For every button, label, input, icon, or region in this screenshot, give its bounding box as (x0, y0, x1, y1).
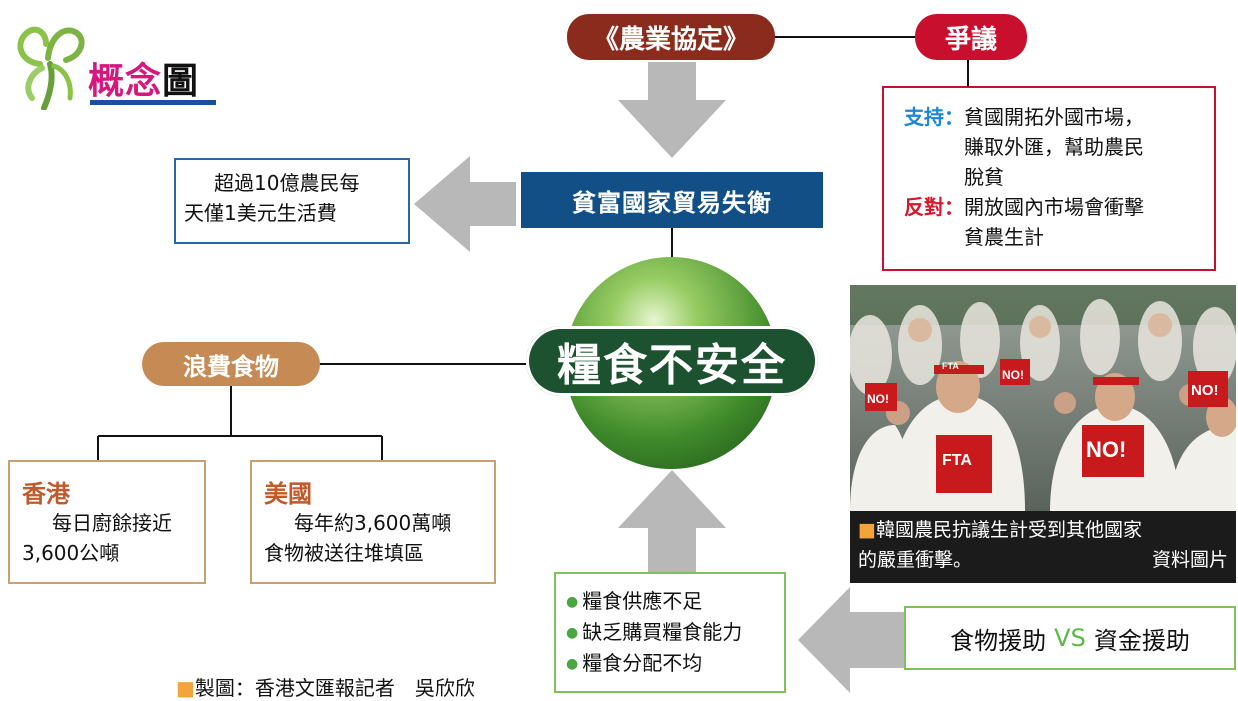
title-highlight: 概念 (88, 61, 163, 102)
food-aid-text: 食物援助 (950, 626, 1047, 655)
oppose-line: 開放國內市場會衝擊 (964, 195, 1144, 219)
agreement-pill: 《農業協定》 (567, 14, 775, 60)
support-label: 支持： (904, 105, 964, 129)
protest-photo: NO! NO! NO! NO! FTA FTA (850, 285, 1236, 511)
protest-sign-text: NO! (1002, 368, 1024, 382)
credit-text: 製圖：香港文匯報記者 吳欣欣 (194, 676, 475, 700)
arrow-diagonal-shaft (850, 612, 904, 668)
support-row: 支持： 貧國開拓外國市場， 賺取外匯，幫助農民 脫貧 (904, 102, 1204, 192)
cause-text: 糧食分配不均 (582, 651, 703, 675)
hong-kong-text: 每日廚餘接近 3,600公噸 (22, 508, 192, 568)
usa-line: 每年約3,600萬噸 (294, 511, 452, 535)
support-line: 貧國開拓外國市場， (964, 105, 1144, 129)
support-line: 脫貧 (964, 165, 1004, 189)
cause-item: ●缺乏購買糧食能力 (566, 617, 776, 648)
bullet-dot-icon: ● (566, 625, 579, 641)
caption-text: 韓國農民抗議生計受到其他國家 (875, 519, 1142, 541)
title-rest: 圖 (162, 61, 199, 102)
arrow-up-causes (618, 470, 726, 572)
oppose-row: 反對： 開放國內市場會衝擊 貧農生計 (904, 192, 1204, 252)
food-insecurity-banner: 糧食不安全 (526, 326, 818, 396)
poor-farmers-box: 超過10億農民每 天僅1美元生活費 (174, 158, 410, 244)
page-title: 概念圖 (88, 52, 199, 102)
cause-item: ●糧食分配不均 (566, 648, 776, 679)
food-waste-pill: 浪費食物 (142, 342, 320, 386)
photo-source: 資料圖片 (1151, 549, 1228, 571)
clover-logo-icon (17, 26, 85, 110)
poor-farmers-line: 天僅1美元生活費 (184, 201, 337, 225)
oppose-label: 反對： (904, 195, 964, 219)
cause-item: ●糧食供應不足 (566, 586, 776, 617)
square-marker-icon: ■ (176, 676, 195, 700)
hong-kong-title: 香港 (22, 480, 70, 508)
causes-box: ●糧食供應不足 ●缺乏購買糧食能力 ●糧食分配不均 (554, 572, 786, 693)
arrow-left-poor (414, 156, 516, 252)
title-underline (90, 100, 216, 105)
cause-text: 糧食供應不足 (582, 589, 703, 613)
dispute-box: 支持： 貧國開拓外國市場， 賺取外匯，幫助農民 脫貧 反對： 開放國內市場會衝擊… (882, 86, 1216, 271)
caption-text: 的嚴重衝擊。 (858, 549, 973, 571)
caption-line: 的嚴重衝擊。 資料圖片 (858, 545, 1228, 575)
vs-text: VS (1054, 624, 1086, 652)
usa-text: 每年約3,600萬噸 食物被送往堆填區 (264, 508, 482, 568)
protest-sign-text: NO! (1191, 382, 1219, 399)
bullet-dot-icon: ● (566, 594, 579, 610)
oppose-text: 開放國內市場會衝擊 貧農生計 (964, 192, 1144, 252)
cause-text: 缺乏購買糧食能力 (582, 620, 743, 644)
square-marker-icon: ■ (858, 519, 876, 541)
usa-title: 美國 (264, 480, 312, 508)
support-text: 貧國開拓外國市場， 賺取外匯，幫助農民 脫貧 (964, 102, 1144, 192)
protest-sign-text: FTA (942, 361, 959, 371)
protest-sign-text: NO! (1086, 437, 1126, 462)
usa-line: 食物被送往堆填區 (264, 541, 424, 565)
protest-sign-text: NO! (867, 392, 889, 406)
dispute-pill: 爭議 (915, 14, 1027, 60)
usa-box: 美國 每年約3,600萬噸 食物被送往堆填區 (250, 460, 496, 584)
aid-comparison-box: 食物援助 VS 資金援助 (904, 606, 1236, 670)
hong-kong-box: 香港 每日廚餘接近 3,600公噸 (8, 460, 206, 584)
hong-kong-line: 每日廚餘接近 (52, 511, 172, 535)
oppose-line: 貧農生計 (964, 225, 1044, 249)
bullet-dot-icon: ● (566, 656, 579, 672)
arrow-diagonal-aid (798, 587, 850, 693)
support-line: 賺取外匯，幫助農民 (964, 135, 1144, 159)
credit-line: ■製圖：香港文匯報記者 吳欣欣 (176, 672, 475, 701)
caption-line: ■韓國農民抗議生計受到其他國家 (858, 515, 1228, 545)
photo-caption: ■韓國農民抗議生計受到其他國家 的嚴重衝擊。 資料圖片 (850, 511, 1236, 583)
arrow-down-agreement (618, 62, 726, 158)
trade-imbalance-box: 貧富國家貿易失衡 (521, 172, 823, 228)
poor-farmers-line: 超過10億農民每 (214, 171, 360, 195)
protest-sign-text: FTA (942, 452, 972, 469)
funding-aid-text: 資金援助 (1093, 626, 1190, 655)
protest-illustration: NO! NO! NO! NO! FTA FTA (850, 285, 1236, 511)
hong-kong-line: 3,600公噸 (22, 541, 120, 565)
